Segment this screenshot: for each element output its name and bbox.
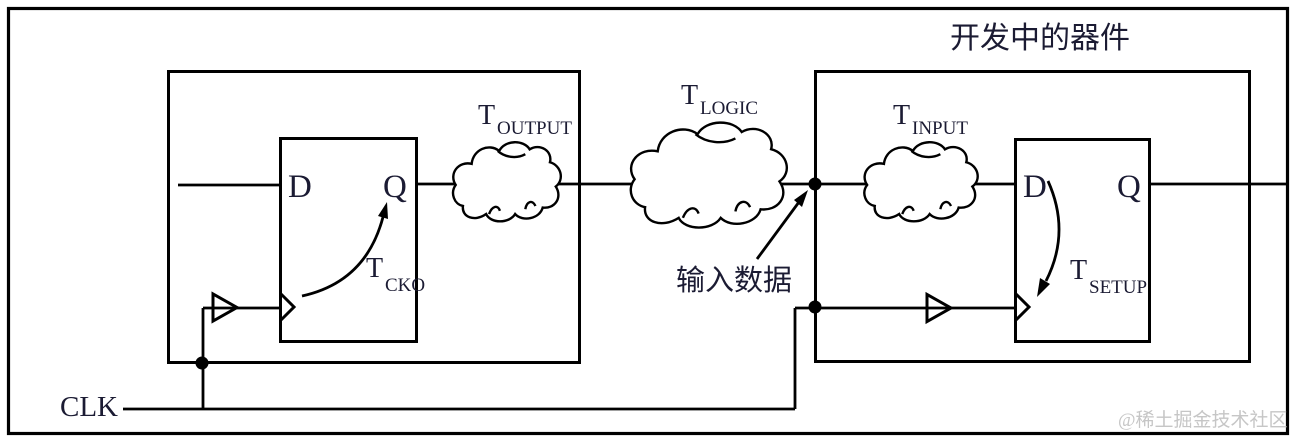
image-border-frame bbox=[6, 6, 1290, 436]
t-cko-label: T CKO bbox=[366, 253, 425, 296]
clock-chevron-icon-left bbox=[279, 292, 297, 322]
t-input-label: T INPUT bbox=[893, 100, 968, 139]
junction-dot-clk-right bbox=[808, 300, 822, 314]
watermark-text: @稀土掘金技术社区 bbox=[1118, 409, 1288, 431]
cloud-input-delay bbox=[863, 141, 979, 223]
junction-dot-data-input bbox=[808, 177, 822, 191]
t-setup-base: T bbox=[1070, 255, 1087, 286]
right-ff-d-label: D bbox=[1023, 169, 1047, 205]
clk-buffer-icon-right bbox=[925, 291, 955, 325]
right-ff-q-label: Q bbox=[1117, 169, 1141, 205]
t-input-sub: INPUT bbox=[912, 118, 968, 139]
t-setup-sub: SETUP bbox=[1089, 277, 1147, 298]
junction-dot-clk-left bbox=[195, 356, 209, 370]
t-logic-label: T LOGIC bbox=[681, 80, 758, 119]
tcko-arrow bbox=[301, 202, 388, 298]
t-output-base: T bbox=[478, 100, 495, 131]
t-logic-sub: LOGIC bbox=[700, 98, 758, 119]
input-data-label: 输入数据 bbox=[676, 264, 792, 297]
clock-chevron-icon-right bbox=[1014, 292, 1032, 322]
t-output-sub: OUTPUT bbox=[497, 118, 572, 139]
diagram-title: 开发中的器件 bbox=[950, 22, 1130, 55]
t-output-label: T OUTPUT bbox=[478, 100, 572, 139]
t-setup-label: T SETUP bbox=[1070, 255, 1147, 298]
left-module-box bbox=[167, 70, 581, 364]
wire-clk-right-branch bbox=[793, 306, 1015, 409]
left-flipflop-box bbox=[279, 137, 418, 343]
t-cko-sub: CKO bbox=[385, 275, 425, 296]
arrowhead-icon bbox=[1037, 278, 1050, 297]
cloud-output-delay bbox=[452, 141, 562, 223]
wire-clk-left-branch bbox=[201, 306, 280, 409]
clk-buffer-icon-left bbox=[211, 291, 241, 324]
t-cko-base: T bbox=[366, 253, 383, 284]
t-logic-base: T bbox=[681, 80, 698, 111]
clk-label: CLK bbox=[60, 391, 118, 423]
input-data-arrow bbox=[755, 190, 808, 260]
left-ff-d-label: D bbox=[288, 169, 312, 205]
arrowhead-icon bbox=[794, 190, 808, 207]
arrowhead-icon bbox=[378, 202, 388, 219]
right-module-box bbox=[814, 70, 1251, 363]
tsetup-arrow bbox=[1037, 180, 1061, 297]
left-ff-q-label: Q bbox=[383, 169, 407, 205]
cloud-logic-delay bbox=[629, 121, 789, 229]
right-flipflop-box bbox=[1014, 138, 1151, 343]
t-input-base: T bbox=[893, 100, 910, 131]
